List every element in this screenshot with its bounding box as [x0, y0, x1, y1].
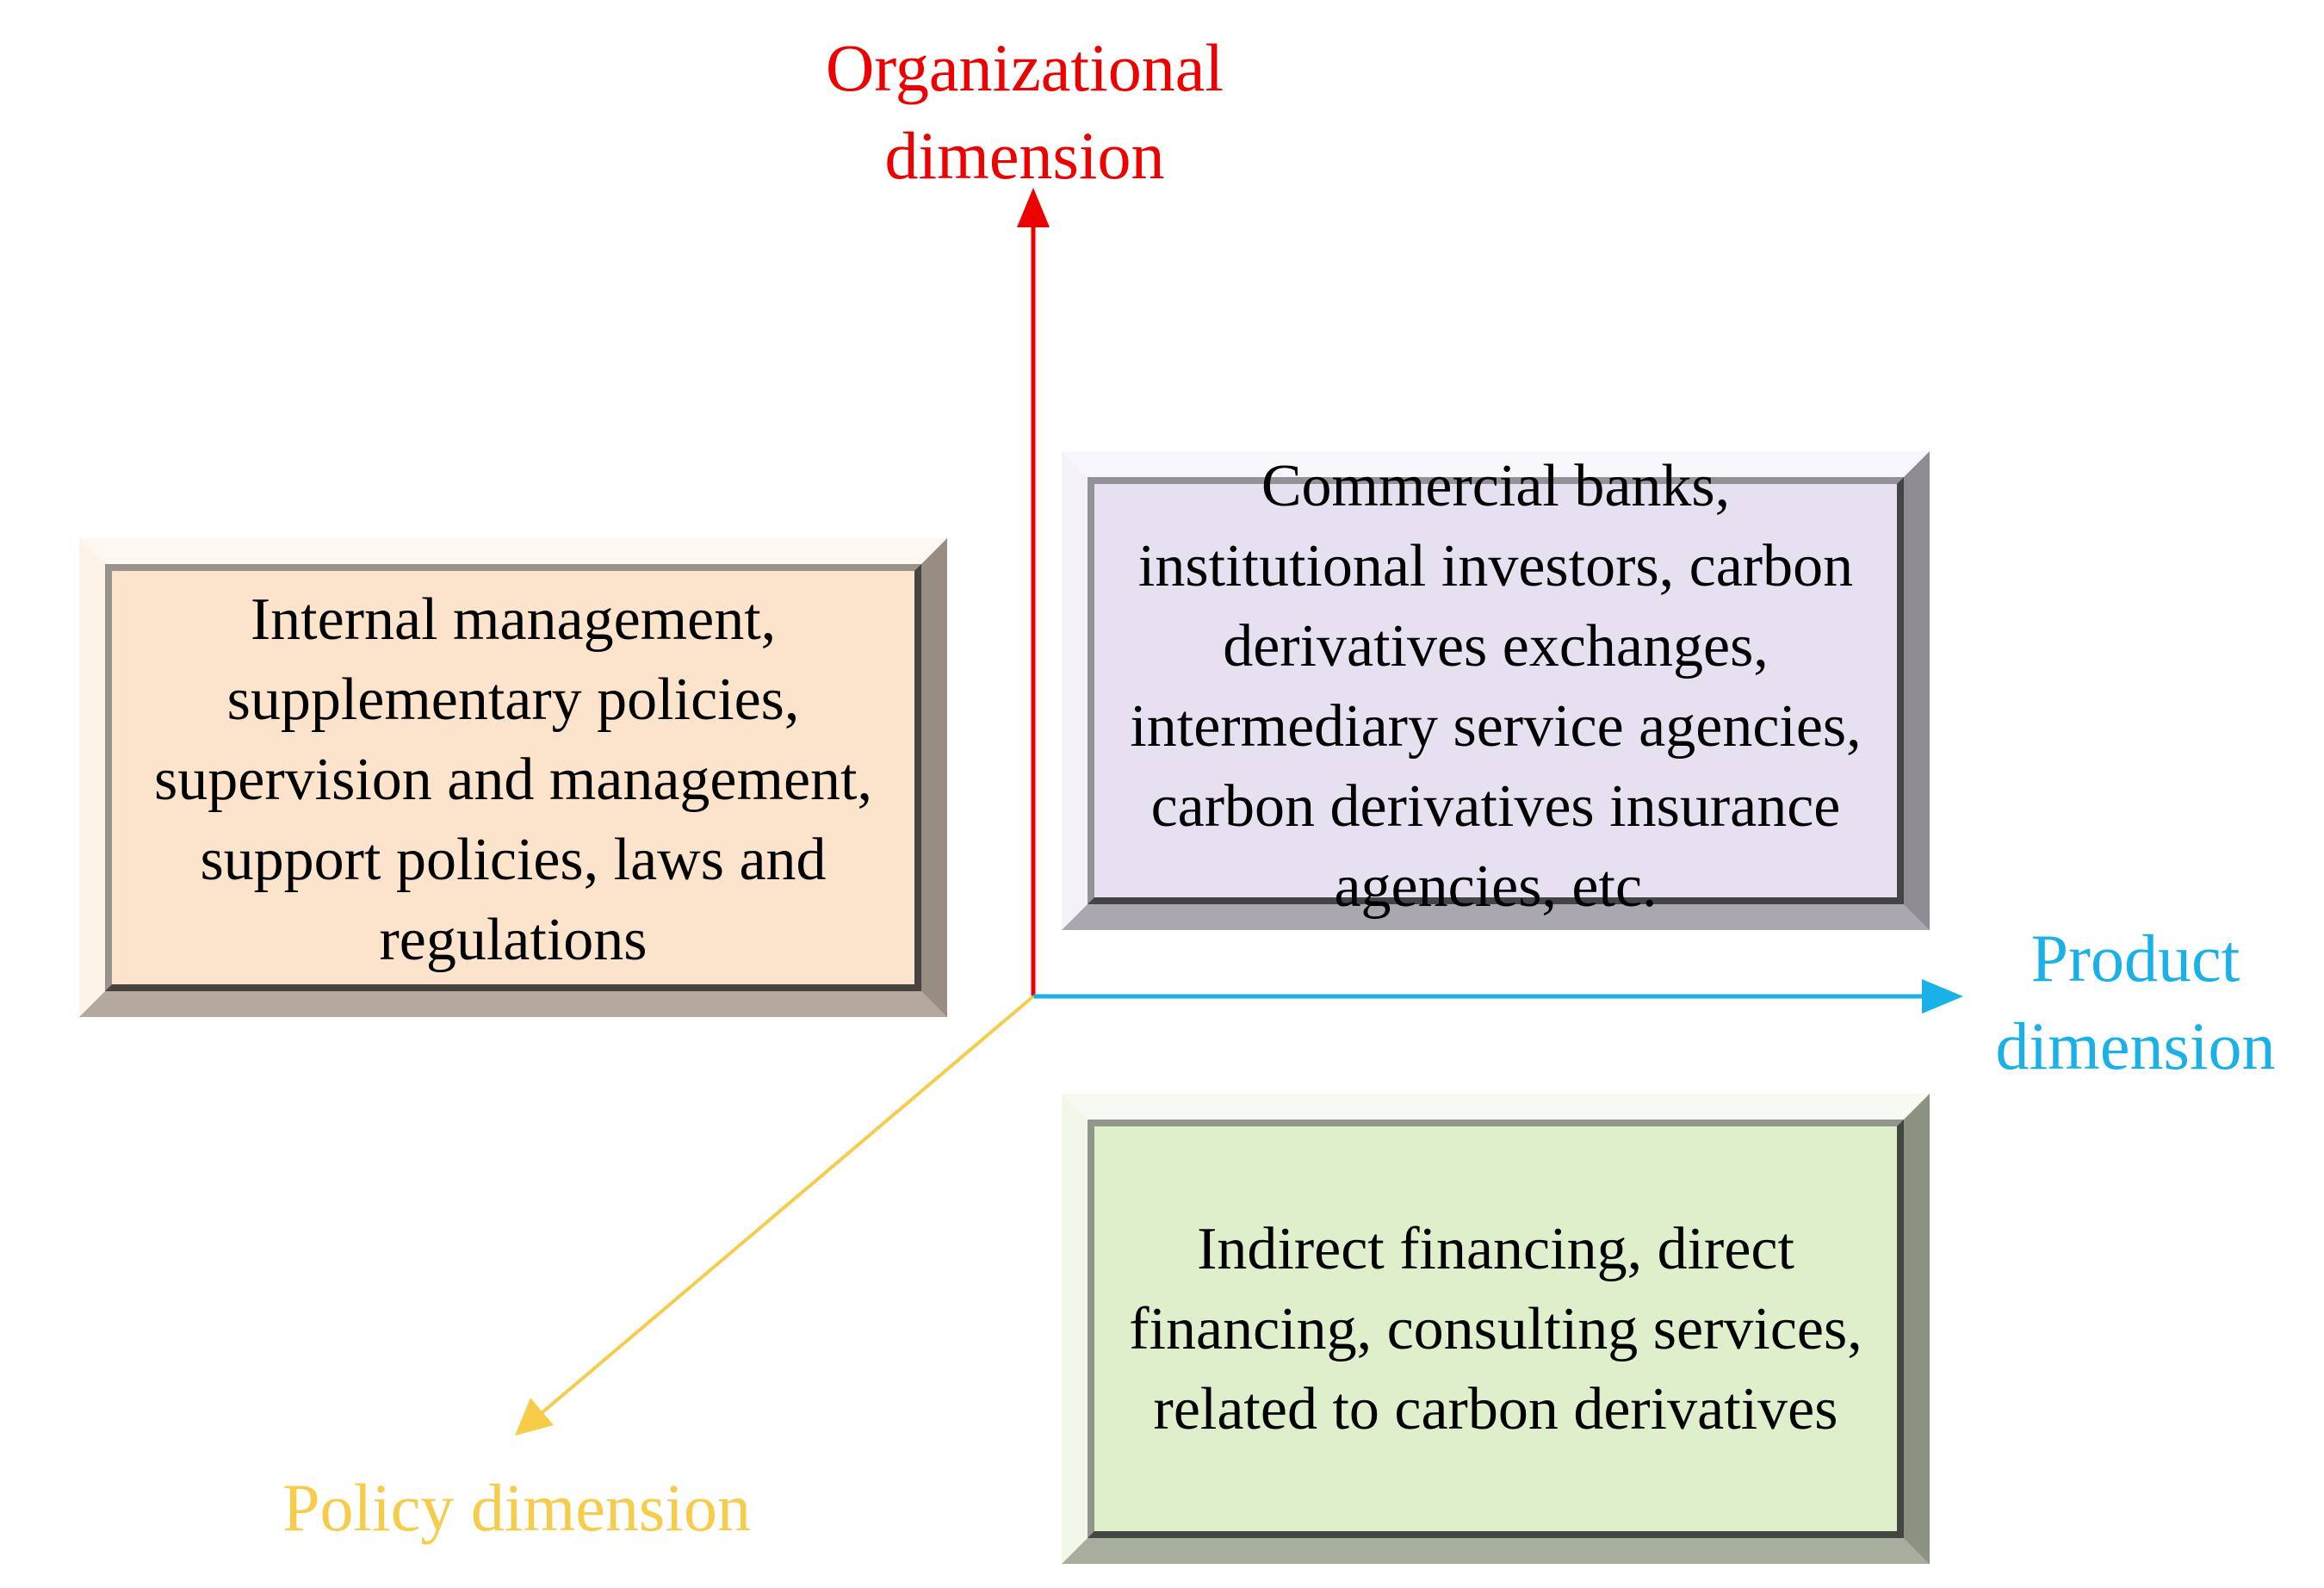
policy-dimension-label: Policy dimension	[215, 1464, 818, 1552]
policy-label-line-1: Policy dimension	[282, 1470, 751, 1545]
organizational-box-line: agencies, etc.	[1334, 853, 1658, 920]
organizational-label-line-1: Organizational	[825, 30, 1224, 105]
organizational-box-line: intermediary service agencies,	[1130, 693, 1862, 760]
policy-box-inner-border	[105, 564, 921, 991]
product-box-line: related to carbon derivatives	[1153, 1375, 1838, 1442]
product-box-inner-border	[1088, 1120, 1904, 1538]
product-dimension-box: Indirect financing, direct financing, co…	[1062, 1094, 1930, 1564]
policy-box-line: support policies, laws and	[200, 826, 827, 893]
organizational-box-bevel	[1062, 451, 1930, 930]
organizational-box-text: Commercial banks, institutional investor…	[1062, 451, 1930, 930]
product-box-text: Indirect financing, direct financing, co…	[1062, 1094, 1930, 1564]
product-box-line: financing, consulting services,	[1129, 1295, 1862, 1362]
organizational-box-line: carbon derivatives insurance	[1150, 773, 1841, 840]
organizational-box-line: derivatives exchanges,	[1223, 613, 1769, 679]
organizational-box-inner-border	[1088, 477, 1904, 904]
policy-arrowhead	[515, 1398, 554, 1436]
policy-box-line: regulations	[379, 906, 648, 973]
organizational-arrowhead	[1017, 188, 1050, 227]
product-arrowhead	[1922, 979, 1963, 1014]
product-label-line-1: Product	[2030, 921, 2240, 996]
policy-box-line: Internal management,	[250, 586, 777, 653]
policy-axis	[541, 995, 1035, 1414]
product-label-line-2: dimension	[1995, 1008, 2276, 1083]
organizational-box-line: Commercial banks,	[1261, 453, 1731, 519]
organizational-dimension-label: Organizational dimension	[758, 24, 1292, 200]
product-box-bevel	[1062, 1094, 1930, 1564]
policy-box-line: supervision and management,	[154, 746, 872, 813]
product-box-line: Indirect financing, direct	[1197, 1215, 1794, 1282]
organizational-label-line-2: dimension	[884, 118, 1165, 193]
policy-box-text: Internal management, supplementary polic…	[79, 538, 947, 1017]
product-dimension-label: Product dimension	[1955, 915, 2316, 1090]
policy-dimension-box: Internal management, supplementary polic…	[79, 538, 947, 1017]
organizational-dimension-box: Commercial banks, institutional investor…	[1062, 451, 1930, 930]
organizational-box-line: institutional investors, carbon	[1137, 533, 1854, 599]
policy-box-bevel	[79, 538, 947, 1017]
policy-box-line: supplementary policies,	[226, 666, 800, 733]
